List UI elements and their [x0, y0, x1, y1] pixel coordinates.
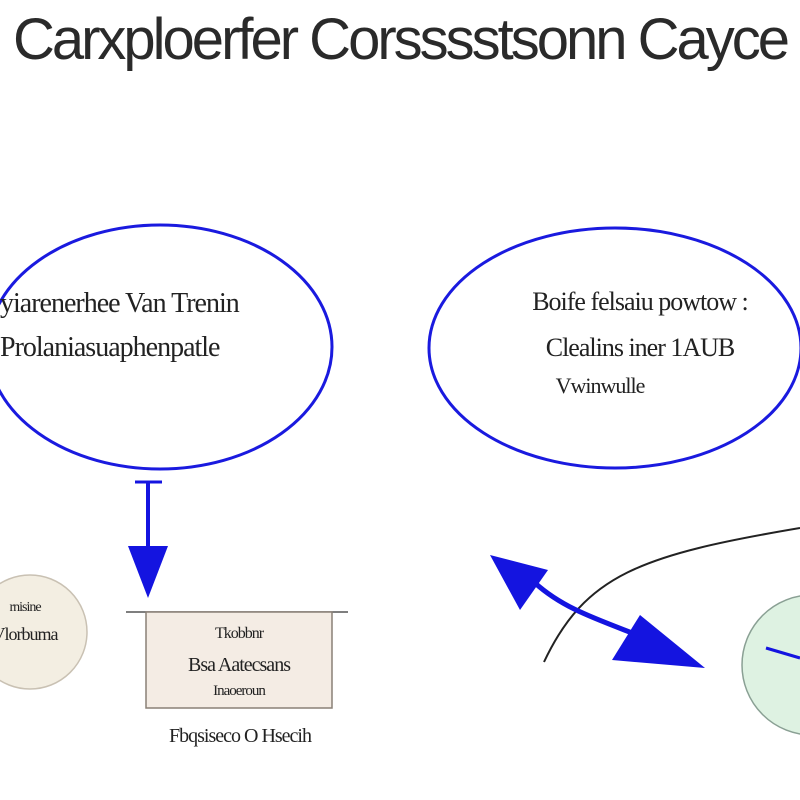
- diagram-title: Carxploerfer Corsssstsonn Cayce: [12, 7, 790, 72]
- curve-line: [543, 527, 800, 663]
- small-circle-line1: rnisine: [9, 600, 41, 615]
- right-ellipse-line1: Boife felsaiu powtow :: [532, 287, 749, 316]
- green-circle: [741, 595, 800, 735]
- right-ellipse-line2: Clealins iner 1AUB: [545, 333, 736, 362]
- right-ellipse: [427, 226, 800, 470]
- box-line1: Tkobbnr: [214, 625, 264, 642]
- small-circle-line2: Vlorbuma: [0, 624, 58, 644]
- box-line3: Inaoeroun: [213, 683, 266, 699]
- left-ellipse-line1: yiarenerhee Van Trenin: [0, 288, 240, 319]
- process-box: [126, 611, 348, 709]
- left-ellipse-line2: Prolaniasuaphenpatle: [0, 332, 220, 363]
- down-arrow: [128, 480, 168, 598]
- left-ellipse: [0, 223, 334, 471]
- box-line2: Bsa Aatecsans: [188, 654, 291, 676]
- box-caption: Fbqsiseco O Hsecih: [169, 725, 312, 747]
- green-circle-mark: [765, 646, 800, 660]
- right-ellipse-line3: Vwinwulle: [555, 373, 646, 398]
- small-circle: [0, 574, 88, 690]
- double-arrow: [490, 555, 705, 668]
